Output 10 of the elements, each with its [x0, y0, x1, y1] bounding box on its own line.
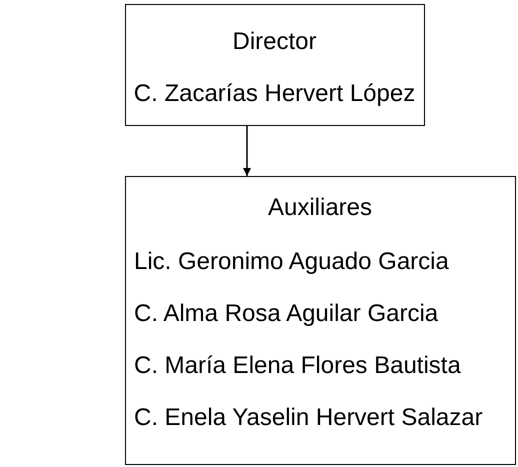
name-text: C. Alma Rosa Aguilar Garcia	[134, 299, 438, 329]
heading-text: Director	[231, 27, 318, 57]
heading-text: Auxiliares	[266, 193, 374, 223]
arrow	[243, 126, 251, 176]
staff-box	[125, 176, 516, 465]
name-text: Lic. Geronimo Aguado Garcia	[134, 247, 449, 277]
name-text: C. Zacarías Hervert López	[132, 79, 416, 109]
name-text: C. María Elena Flores Bautista	[134, 351, 461, 381]
director-box	[125, 4, 425, 126]
name-text: C. Enela Yaselin Hervert Salazar	[134, 403, 483, 433]
